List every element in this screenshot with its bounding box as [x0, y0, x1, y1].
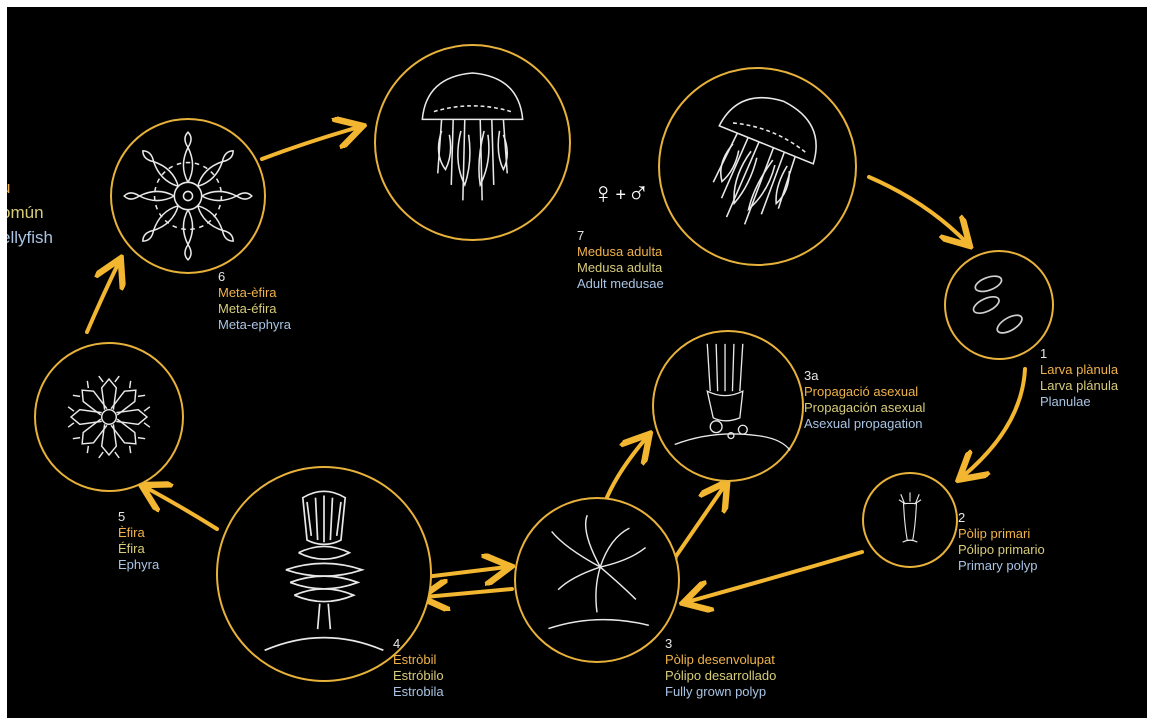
stage-name-catalan: Meta-èfira	[218, 285, 277, 300]
arrow-3-to-4	[425, 589, 514, 597]
adult-medusa-icon	[712, 96, 817, 225]
stage-5-circle	[34, 342, 184, 492]
life-cycle-diagram: u omún ellyfish	[7, 7, 1147, 718]
stage-name-spanish: Pólipo primario	[958, 542, 1045, 557]
asexual-propagation-icon	[674, 343, 791, 451]
stage-3a-circle	[652, 330, 804, 482]
stage-name-catalan: Medusa adulta	[577, 244, 663, 259]
stage-name-english: Adult medusae	[577, 276, 664, 291]
stage-name-spanish: Meta-éfira	[218, 301, 277, 316]
stage-number: 1	[1040, 346, 1048, 361]
stage-1-label: 1 Larva plànula Larva plánula Planulae	[1040, 346, 1118, 410]
primary-polyp-icon	[898, 492, 922, 543]
stage-name-english: Asexual propagation	[804, 416, 923, 431]
stage-number: 3a	[804, 368, 819, 383]
stage-number: 2	[958, 510, 966, 525]
arrow-4-to-5	[145, 487, 219, 531]
planula-larvae-icon	[972, 275, 1023, 334]
plus-sign: +	[615, 184, 628, 205]
stage-name-catalan: Pòlip desenvolupat	[665, 652, 775, 667]
grown-polyp-icon	[548, 514, 650, 630]
stage-number: 7	[577, 228, 585, 243]
species-title: u omún ellyfish	[7, 175, 53, 250]
arrow-1-to-2	[962, 367, 1027, 477]
stage-name-english: Primary polyp	[958, 558, 1038, 573]
arrow-2-to-3	[687, 550, 864, 602]
stage-name-catalan: Pòlip primari	[958, 526, 1031, 541]
species-title-catalan: u	[7, 175, 53, 200]
stage-name-catalan: Propagació asexual	[804, 384, 919, 399]
species-title-english: ellyfish	[7, 228, 53, 247]
cycle-arrows	[85, 7, 1027, 718]
stage-4-label: 4 Estròbil Estróbilo Estrobila	[393, 636, 444, 700]
meta-ephyra-icon	[123, 131, 253, 261]
stage-name-english: Fully grown polyp	[665, 684, 767, 699]
arrow-3-to-3a	[603, 437, 647, 504]
stage-number: 4	[393, 636, 401, 651]
stage-number: 3	[665, 636, 673, 651]
species-title-spanish: omún	[7, 203, 44, 222]
stage-name-catalan: Larva plànula	[1040, 362, 1119, 377]
arrow-4-to-3	[423, 567, 507, 577]
stage-name-spanish: Estróbilo	[393, 668, 444, 683]
stage-1-circle	[944, 250, 1054, 360]
stage-name-spanish: Larva plánula	[1040, 378, 1119, 393]
stage-name-english: Planulae	[1040, 394, 1091, 409]
stage-6-circle	[110, 118, 266, 274]
stage-2-label: 2 Pòlip primari Pólipo primario Primary …	[958, 510, 1045, 574]
arrow-3-3a-both	[672, 485, 725, 562]
stage-2-circle	[862, 472, 958, 568]
adult-medusa-icon	[421, 72, 524, 201]
stage-name-catalan: Estròbil	[393, 652, 437, 667]
stage-6-label: 6 Meta-èfira Meta-éfira Meta-ephyra	[218, 269, 291, 333]
stage-3-circle	[514, 497, 680, 663]
ephyra-icon	[67, 375, 151, 459]
stage-3a-label: 3a Propagació asexual Propagación asexua…	[804, 368, 925, 432]
female-icon: ♀	[592, 177, 616, 210]
arrow-5-to-6	[85, 262, 119, 334]
stage-name-english: Ephyra	[118, 557, 160, 572]
stage-name-spanish: Propagación asexual	[804, 400, 926, 415]
stage-name-spanish: Éfira	[118, 541, 145, 556]
stage-number: 5	[118, 509, 126, 524]
stage-name-spanish: Pólipo desarrollado	[665, 668, 777, 683]
male-icon: ♂	[627, 177, 651, 210]
sex-symbols: ♀+♂	[592, 177, 651, 211]
stage-4-circle	[216, 466, 432, 682]
stage-name-english: Meta-ephyra	[218, 317, 291, 332]
strobila-icon	[264, 490, 384, 652]
stage-3-label: 3 Pòlip desenvolupat Pólipo desarrollado…	[665, 636, 776, 700]
stage-name-catalan: Èfira	[118, 525, 145, 540]
stage-5-label: 5 Èfira Éfira Ephyra	[118, 509, 159, 573]
stage-number: 6	[218, 269, 226, 284]
arrow-7-to-1	[867, 175, 967, 243]
stage-7-label: 7 Medusa adulta Medusa adulta Adult medu…	[577, 228, 664, 292]
stage-name-spanish: Medusa adulta	[577, 260, 663, 275]
stage-7-circle-right	[658, 67, 857, 266]
arrow-6-to-7	[260, 127, 359, 161]
stage-7-circle-left	[374, 44, 571, 241]
stage-name-english: Estrobila	[393, 684, 444, 699]
